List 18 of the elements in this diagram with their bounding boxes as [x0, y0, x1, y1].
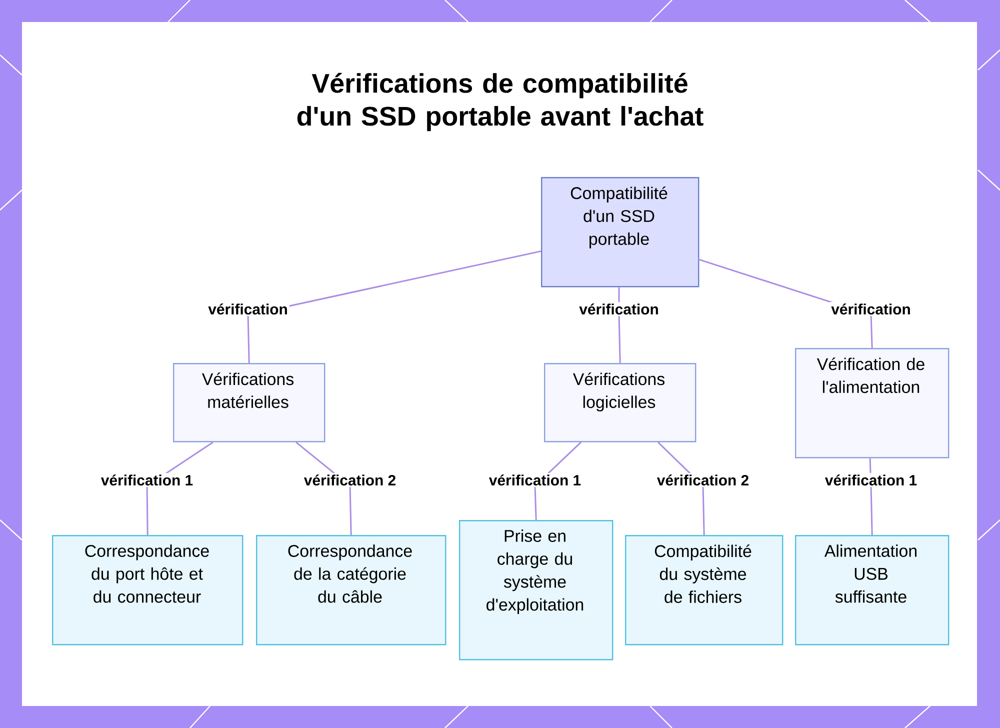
category-box: Vérifications logicielles [544, 363, 696, 442]
edge-label: vérification [578, 302, 660, 316]
edge-label: vérification [830, 302, 912, 316]
edge-label: vérification 1 [99, 472, 195, 488]
edge-label: vérification 2 [302, 472, 398, 488]
edge-label: vérification 1 [823, 472, 919, 488]
check-box: Alimentation USB suffisante [795, 535, 950, 646]
check-box: Correspondance du port hôte et du connecteur [52, 535, 244, 646]
category-box: Vérification de l'alimentation [795, 348, 950, 458]
edge-label: vérification 1 [487, 472, 583, 488]
category-box: Vérifications matérielles [173, 363, 326, 442]
root-box: Compatibilité d'un SSD portable [541, 177, 700, 288]
check-box: Prise en charge du système d'exploitation [459, 520, 614, 660]
edge-label: vérification [206, 302, 290, 316]
check-box: Compatibilité du système de fichiers [625, 535, 784, 646]
check-box: Correspondance de la catégorie du câble [256, 535, 446, 646]
title: Vérifications de compatibilité d'un SSD portable avant l'achat [297, 72, 704, 132]
edge-label: vérification 2 [655, 472, 751, 488]
